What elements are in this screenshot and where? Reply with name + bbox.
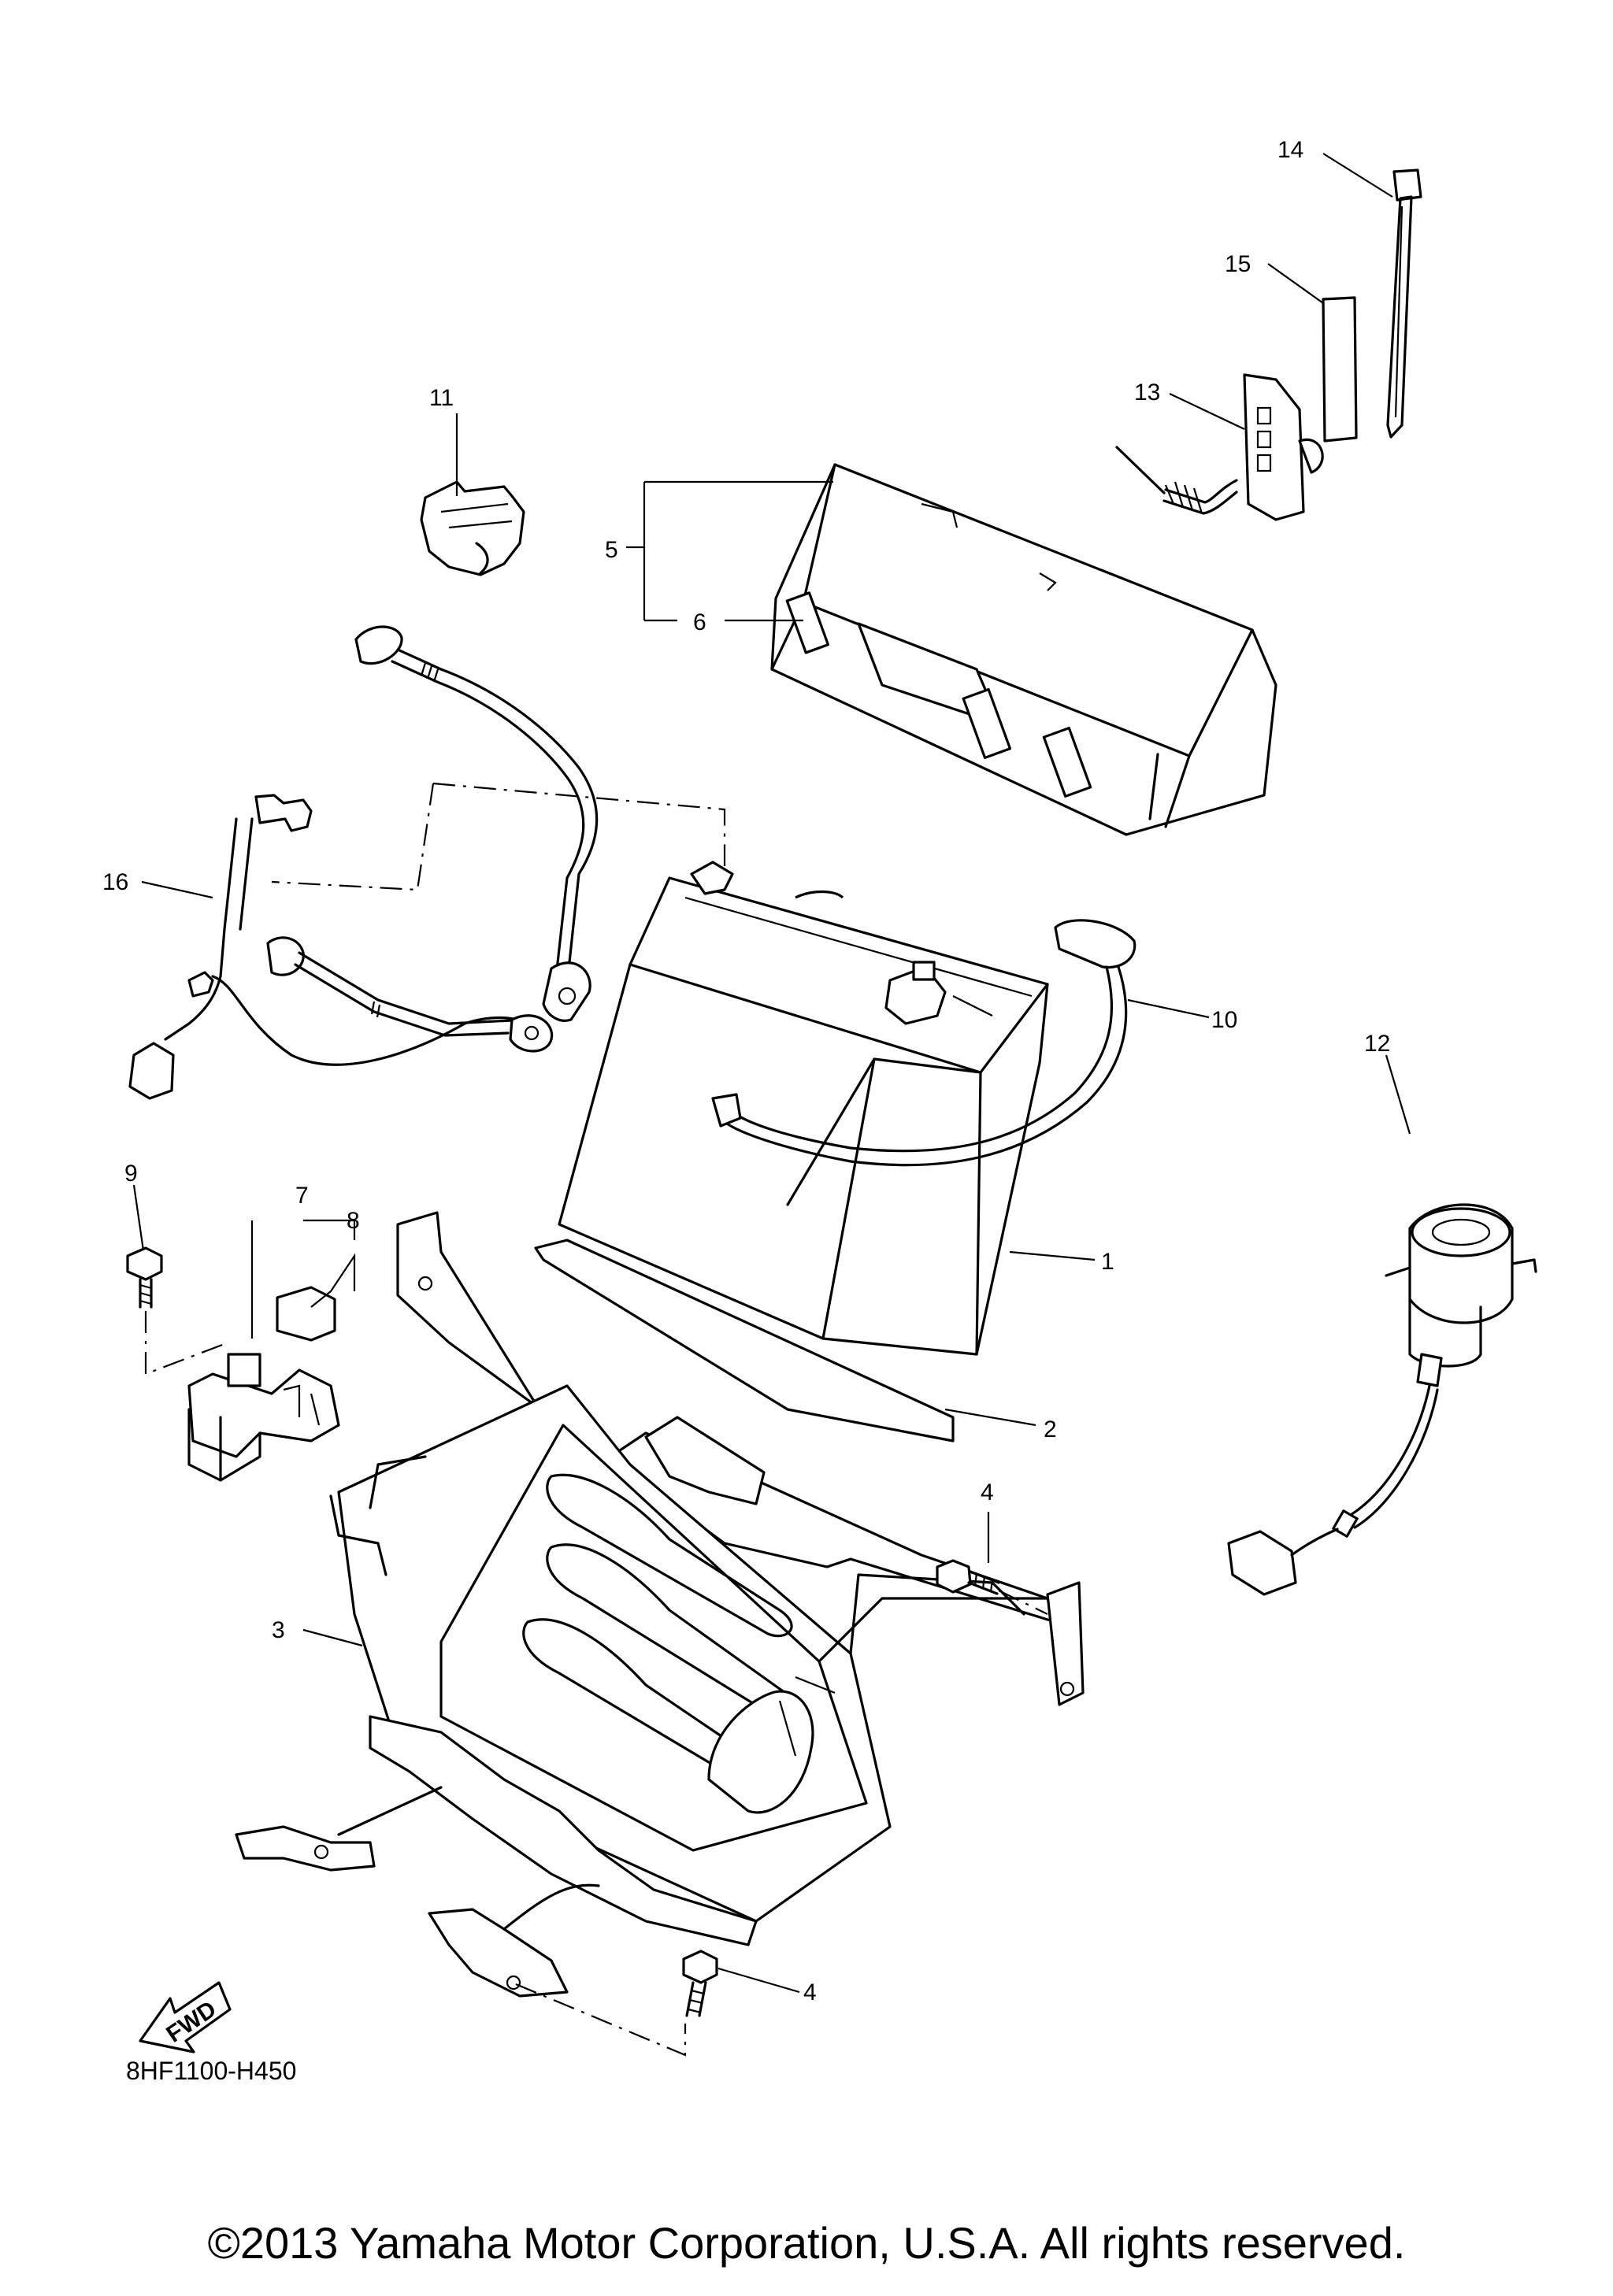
callout-13: 13 [1134,380,1160,406]
relay-part [187,1353,340,1482]
harness-part [128,794,554,1100]
callout-3: 3 [272,1617,285,1643]
callout-4-upper: 4 [981,1479,994,1505]
callout-16: 16 [102,869,128,895]
callout-4-lower: 4 [803,1979,817,2005]
callout-7: 7 [295,1183,309,1209]
callout-6: 6 [693,609,706,635]
callout-15: 15 [1225,251,1251,277]
battery-part [558,861,1049,1356]
callout-11: 11 [429,385,454,411]
socket-part [1227,1203,1537,1596]
copyright-notice: ©2013 Yamaha Motor Corporation, U.S.A. A… [207,2218,1406,2268]
battery-negative-lead-part [711,919,1137,1167]
sensor-part [1115,373,1324,521]
callout-2: 2 [1044,1416,1057,1442]
document-code: 8HF1100-H450 [126,2057,297,2085]
cable-tie-part [1386,168,1422,439]
callout-8: 8 [347,1208,360,1234]
battery-cover-part [770,463,1277,836]
clip-part [420,480,525,576]
battery-pad-part [534,1239,955,1442]
bolt-4-lower-part [682,1950,718,2017]
callout-14: 14 [1277,137,1303,163]
battery-positive-lead-part [354,625,599,1022]
callout-1: 1 [1101,1249,1114,1275]
callout-5: 5 [605,537,618,563]
fwd-arrow-icon: FWD [139,1981,232,2053]
battery-box-part [235,1211,1085,1998]
bolt-9-part [126,1246,163,1309]
callout-9: 9 [124,1161,138,1187]
pad-part [1322,296,1358,443]
callout-12: 12 [1364,1031,1390,1057]
callout-10: 10 [1211,1007,1237,1033]
bolt-4-upper-part [936,1559,1000,1595]
